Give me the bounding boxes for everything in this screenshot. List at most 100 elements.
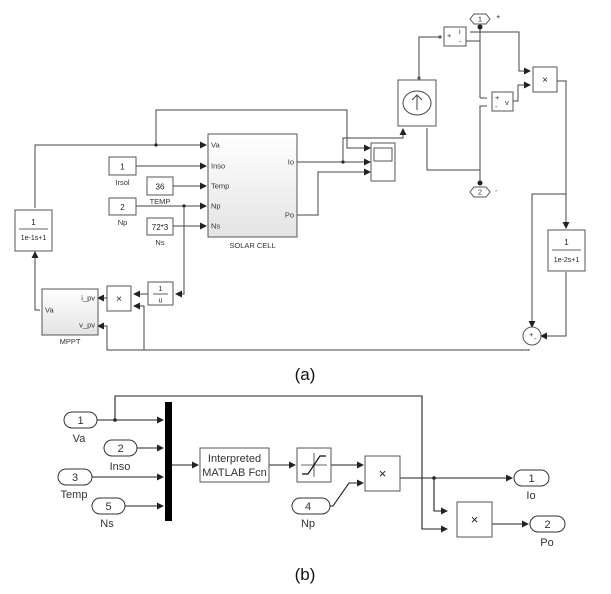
saturation-block[interactable] <box>296 447 332 483</box>
svg-text:Interpreted: Interpreted <box>208 453 261 465</box>
svg-text:+: + <box>447 31 452 40</box>
inport-va[interactable]: 1 Va <box>63 411 98 445</box>
caption-a: (a) <box>295 365 316 384</box>
mppt-subsystem[interactable]: Va i_pv v_pv MPPT <box>41 288 99 346</box>
outport-io-label: Io <box>526 490 535 502</box>
port-inso: Inso <box>211 162 225 171</box>
wire-np-to-reciprocal <box>175 206 185 298</box>
connection-port-1[interactable]: 1 + <box>469 12 501 30</box>
svg-text:1e-2s+1: 1e-2s+1 <box>554 257 580 264</box>
wire-np-to-product <box>330 479 364 507</box>
svg-text:+: + <box>495 93 500 102</box>
transfer-fcn-right[interactable]: 1 1e-2s+1 <box>547 229 586 272</box>
product-block-io[interactable]: × <box>364 455 401 492</box>
inport-ns-label: Ns <box>100 518 114 530</box>
svg-text:1: 1 <box>31 218 36 227</box>
product-block-a1[interactable]: × <box>106 285 132 312</box>
figure-b: 1 Va 2 Inso 3 Temp 5 Ns 4 Np Interpret <box>57 395 566 584</box>
inport-inso[interactable]: 2 Inso <box>103 439 138 473</box>
svg-text:1: 1 <box>478 15 482 24</box>
port-po: Po <box>285 211 294 220</box>
constant-temp-label: TEMP <box>150 197 171 206</box>
wire-sum-to-vpv <box>97 322 530 351</box>
transfer-fcn-left[interactable]: 1 1e-1s+1 <box>14 209 53 252</box>
constant-temp[interactable]: 36 TEMP <box>146 176 174 206</box>
svg-text:-: - <box>495 102 498 111</box>
wire-io-to-product-po <box>433 478 448 515</box>
port-np: Np <box>211 202 221 211</box>
svg-text:5: 5 <box>105 501 111 513</box>
figure-a: 1 Irsol 36 TEMP 2 Np 72*3 Ns Va Inso Tem… <box>14 12 586 384</box>
svg-text:3: 3 <box>72 472 78 484</box>
scope-screen-icon <box>373 147 393 162</box>
constant-ns[interactable]: 72*3 Ns <box>146 217 174 247</box>
wire-va-to-product-po <box>114 395 448 533</box>
outport-io[interactable]: 1 Io <box>513 469 550 502</box>
svg-text:+: + <box>496 12 501 21</box>
connection-port-2[interactable]: 2 - <box>469 180 498 198</box>
inport-temp-label: Temp <box>61 489 88 501</box>
svg-text:u: u <box>159 298 163 305</box>
constant-irsol-label: Irsol <box>115 178 130 187</box>
multiply-icon: × <box>116 294 122 305</box>
svg-text:2: 2 <box>120 203 125 212</box>
mux-block[interactable] <box>165 402 172 521</box>
svg-text:72*3: 72*3 <box>152 223 169 232</box>
product-block-po[interactable]: × <box>456 501 493 538</box>
scope-block[interactable] <box>370 142 396 182</box>
solar-cell-subsystem[interactable]: Va Inso Temp Np Ns Io Po SOLAR CELL <box>207 133 298 250</box>
constant-ns-label: Ns <box>155 238 164 247</box>
outport-po[interactable]: 2 Po <box>529 515 566 549</box>
svg-text:1: 1 <box>120 163 125 172</box>
inport-temp[interactable]: 3 Temp <box>57 468 93 501</box>
svg-text:1: 1 <box>77 415 83 427</box>
sum-block[interactable]: + - <box>522 326 542 346</box>
constant-irsol[interactable]: 1 Irsol <box>108 156 137 187</box>
svg-text:+: + <box>529 330 534 339</box>
mppt-label: MPPT <box>60 337 81 346</box>
wire-vfeedback-to-product <box>133 302 145 350</box>
svg-text:-: - <box>459 37 462 46</box>
svg-text:v: v <box>505 98 509 107</box>
voltage-measurement[interactable]: + - v <box>491 91 514 112</box>
interpreted-matlab-fcn[interactable]: Interpreted MATLAB Fcn <box>199 447 270 483</box>
current-source-icon <box>402 90 432 116</box>
wire-i-to-product <box>470 31 531 75</box>
inport-ns[interactable]: 5 Ns <box>91 497 126 530</box>
product-block-a2[interactable]: × <box>532 66 558 93</box>
current-measurement[interactable]: + i - <box>443 26 467 47</box>
svg-text:2: 2 <box>117 443 123 455</box>
port-va: Va <box>211 141 220 150</box>
svg-text:2: 2 <box>478 188 482 197</box>
wire-io-to-source <box>342 128 407 162</box>
wire-product-to-filter <box>557 80 570 229</box>
svg-text:-: - <box>495 186 498 195</box>
svg-text:MATLAB Fcn: MATLAB Fcn <box>202 467 267 479</box>
wire-source-to-imeter <box>418 36 440 78</box>
svg-text:-: - <box>534 334 537 343</box>
controlled-current-source[interactable] <box>397 79 437 127</box>
svg-text:i: i <box>459 27 461 36</box>
saturation-icon <box>301 453 327 477</box>
solar-cell-label: SOLAR CELL <box>229 241 275 250</box>
wire-minus-to-vmeter <box>479 105 487 170</box>
multiply-icon: × <box>379 466 387 481</box>
port-temp: Temp <box>211 182 229 191</box>
svg-text:2: 2 <box>544 519 550 531</box>
svg-text:1: 1 <box>528 473 534 485</box>
wire-mppt-to-filter <box>31 251 40 311</box>
reciprocal-block[interactable]: 1 u <box>147 281 174 306</box>
wires-b <box>92 395 529 533</box>
svg-text:1: 1 <box>159 286 163 293</box>
port-ipv: i_pv <box>81 294 95 303</box>
constant-np-label: Np <box>118 218 128 227</box>
inport-np[interactable]: 4 Np <box>291 497 331 530</box>
wire-source-to-minus <box>426 128 481 183</box>
multiply-icon: × <box>471 512 479 527</box>
outport-po-label: Po <box>540 537 553 549</box>
wire-po-to-scope <box>297 168 371 216</box>
multiply-icon: × <box>542 75 548 86</box>
constant-np[interactable]: 2 Np <box>108 197 137 227</box>
port-ns: Ns <box>211 222 220 231</box>
port-io: Io <box>288 158 294 167</box>
